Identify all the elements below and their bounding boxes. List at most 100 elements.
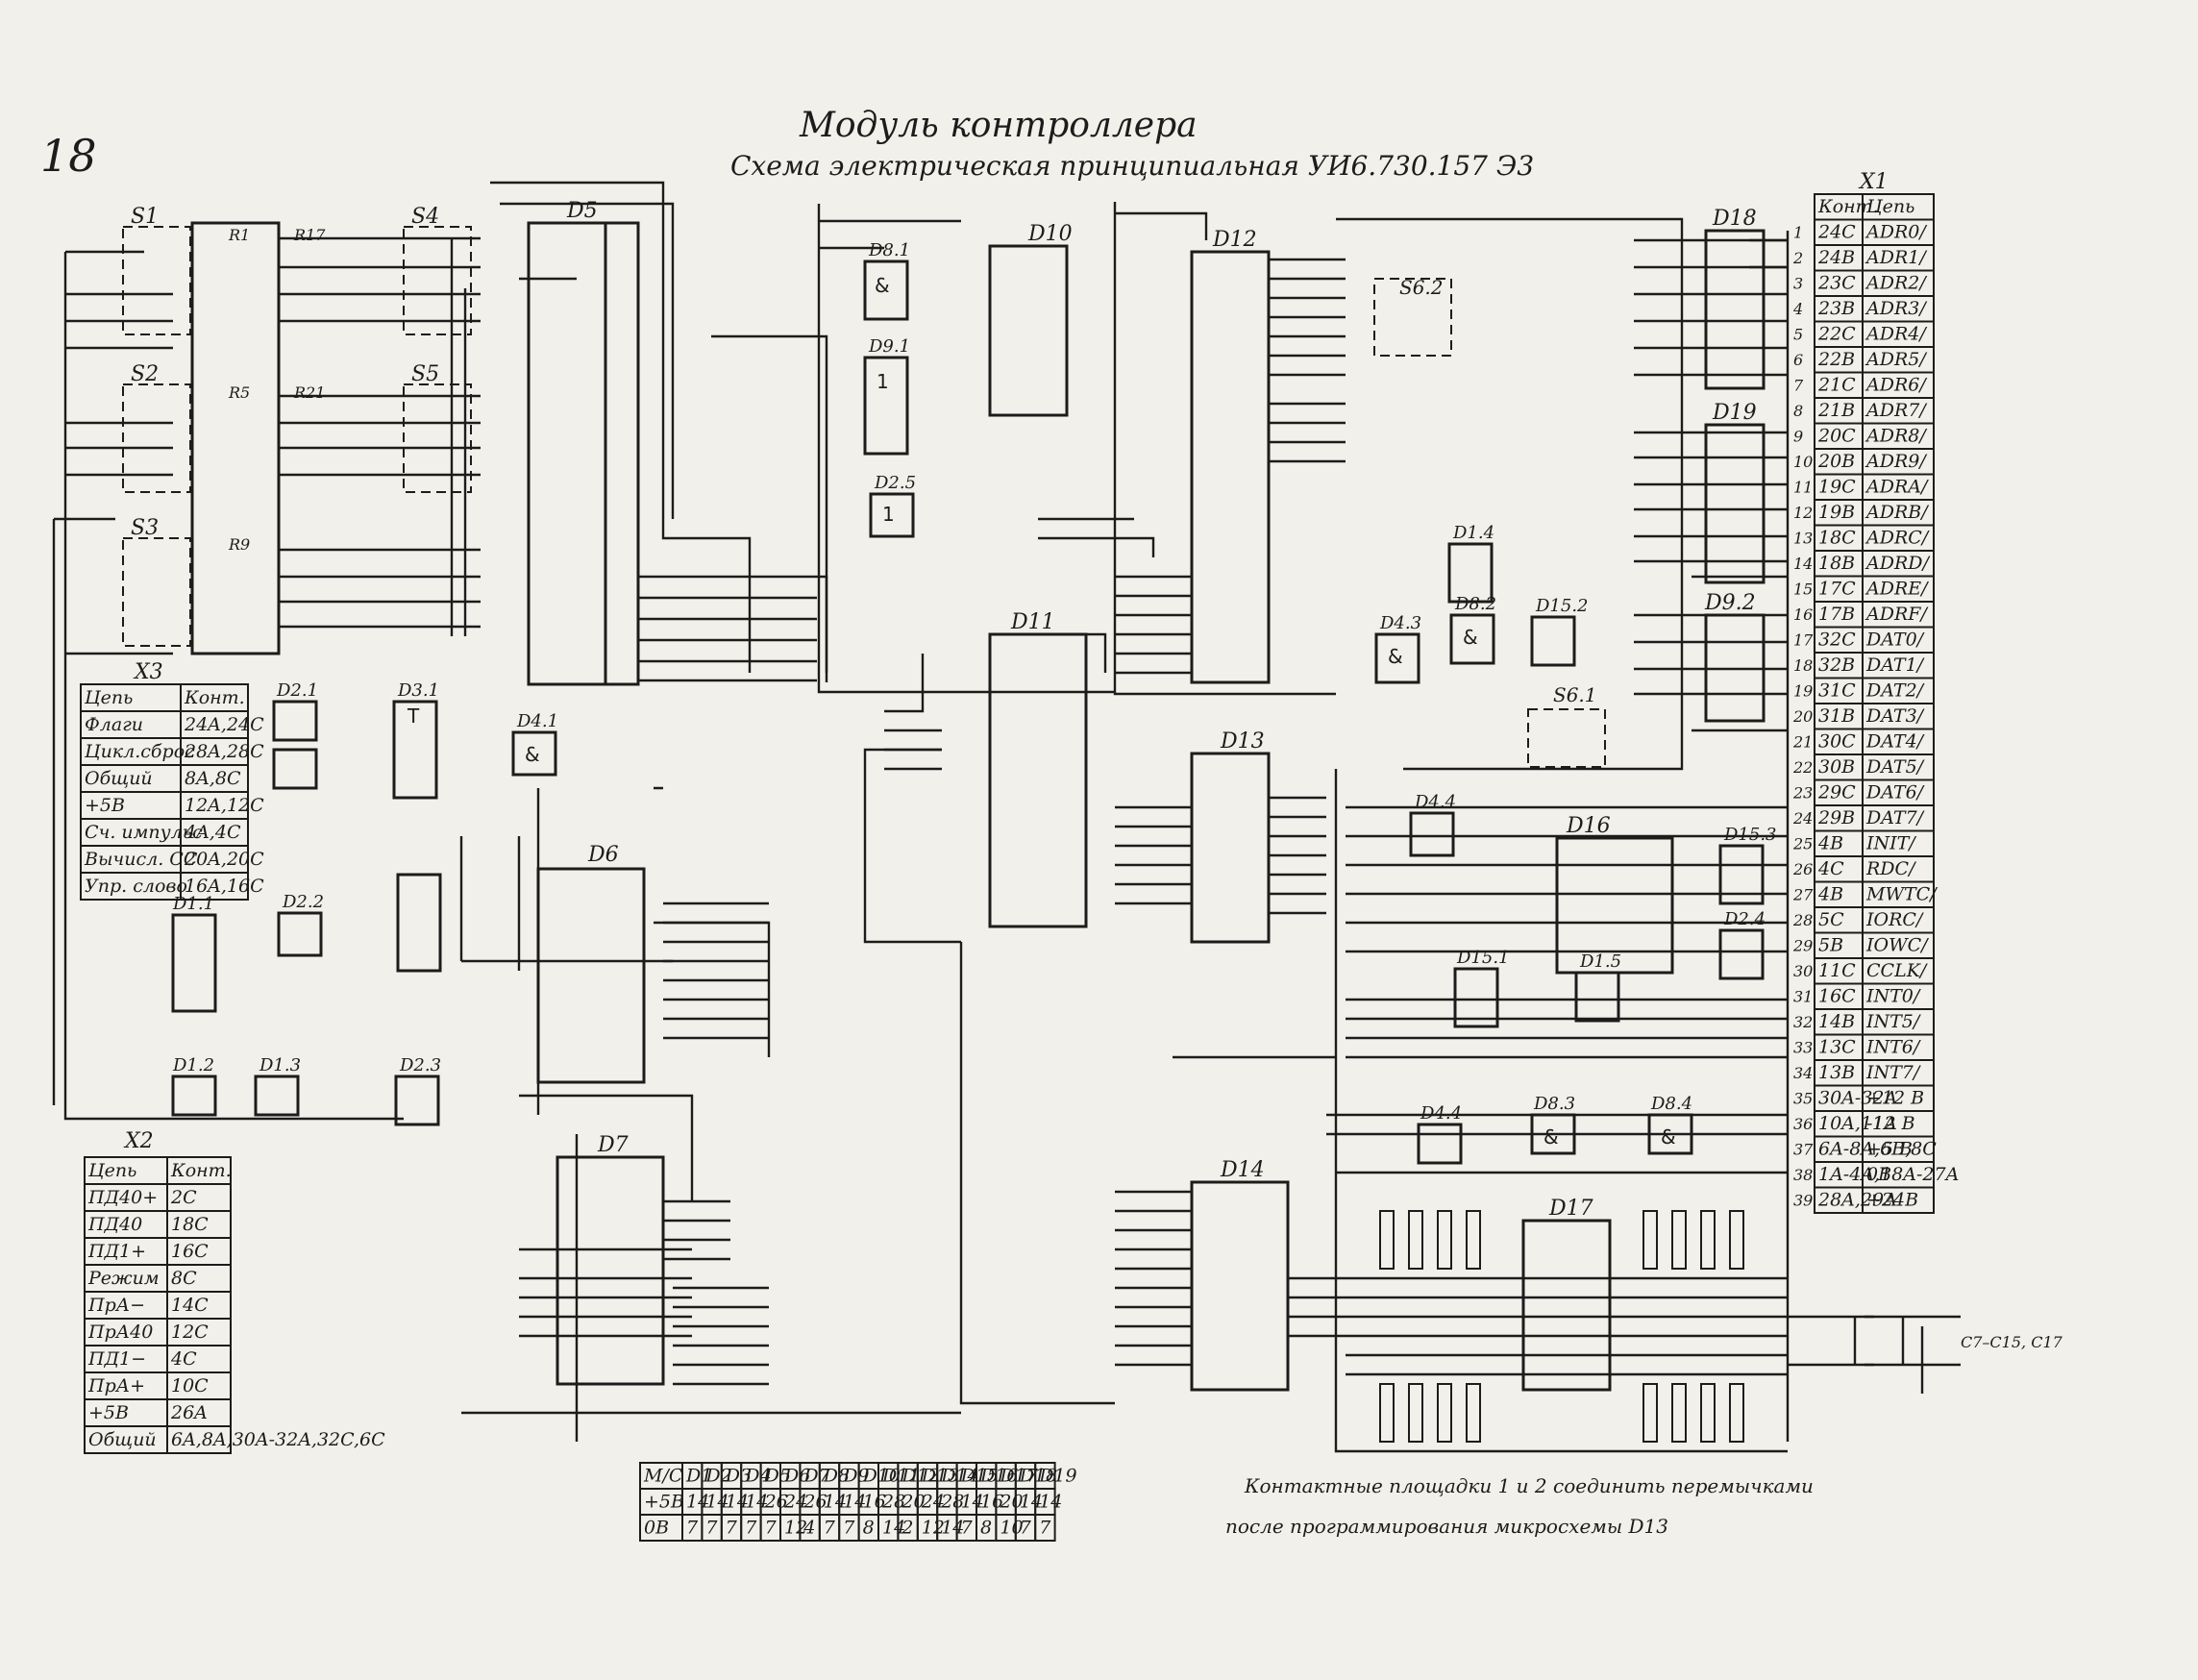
power-header: D9 (842, 1465, 869, 1486)
x1-value: ADRE/ (1865, 579, 1929, 600)
chip-d14 (1190, 1180, 1290, 1392)
power-value: 14 (745, 1491, 768, 1512)
x1-pin-number: 2 (1792, 249, 1803, 267)
power-header: D3 (725, 1465, 752, 1486)
x1-value: 16C (1818, 986, 1856, 1007)
x1-value: DAT3/ (1865, 705, 1925, 727)
power-value: 7 (824, 1517, 836, 1538)
x1-value: 18C (1818, 528, 1856, 549)
x1-value: 6A-8A,6B,8C (1818, 1139, 1937, 1160)
gate-label-d15-2: D15.2 (1535, 596, 1589, 616)
switch-label-s6-2: S6.2 (1399, 276, 1444, 299)
note-line-1: Контактные площадки 1 и 2 соединить пере… (1244, 1474, 1814, 1497)
x1-pin-number: 8 (1793, 402, 1803, 420)
power-value: 16 (863, 1491, 886, 1512)
x2-value: 12C (171, 1322, 209, 1343)
x1-pin-number: 32 (1793, 1013, 1813, 1031)
power-value: 14 (961, 1491, 984, 1512)
gate-label-d2-2: D2.2 (282, 892, 324, 912)
resistor-label: R9 (228, 535, 250, 554)
x3-value: Флаги (85, 714, 143, 735)
chip-d11 (988, 632, 1088, 928)
chip-label-d18: D18 (1712, 207, 1757, 231)
power-value: 12 (784, 1517, 807, 1538)
x1-pin-number: 3 (1793, 275, 1803, 293)
x1-value: 32B (1818, 655, 1855, 676)
chip-d17 (1521, 1219, 1612, 1392)
x1-pin-number: 20 (1792, 707, 1813, 726)
x2-value: 18C (171, 1214, 209, 1235)
x1-value: INT6/ (1865, 1037, 1921, 1058)
chip-label-d5: D5 (566, 199, 598, 223)
gate-label-d8-4: D8.4 (1650, 1094, 1692, 1114)
x1-value: 14B (1818, 1011, 1855, 1032)
power-header: D8 (823, 1465, 850, 1486)
gate-symbol: & (1661, 1125, 1676, 1149)
x1-pin-number: 23 (1792, 784, 1813, 803)
gate-label-d2-4: D2.5 (874, 473, 916, 493)
x3-value: Общий (85, 768, 153, 789)
power-header: D15 (960, 1465, 999, 1486)
x3-header: Конт. (184, 687, 245, 708)
x1-value: 20B (1817, 451, 1855, 472)
switch-label-s5: S5 (411, 362, 439, 386)
x3-value: 8A,8C (185, 768, 241, 789)
x1-value: INIT/ (1865, 833, 1916, 854)
power-value: 24 (921, 1491, 945, 1512)
x1-value: ADRB/ (1865, 502, 1929, 523)
x1-pin-number: 35 (1793, 1090, 1813, 1108)
x1-value: 31C (1818, 680, 1856, 702)
x2-value: Общий (88, 1429, 157, 1450)
gate-label-d8-1: D8.1 (868, 240, 910, 260)
power-value: 7 (961, 1517, 974, 1538)
chip-label-d9-2: D9.2 (1704, 591, 1756, 615)
x1-value: 29C (1817, 782, 1856, 803)
power-value: 14 (824, 1491, 847, 1512)
gate-label-d15-3: D15.3 (1723, 825, 1777, 845)
gate-label-d4-3: D4.4 (1414, 792, 1456, 812)
gate-label-d1-2: D1.2 (172, 1055, 214, 1075)
chip-label-d11: D11 (1010, 610, 1055, 634)
x1-value: 5C (1818, 909, 1844, 930)
gate-symbol: 1 (882, 503, 895, 526)
x2-value: ПрА+ (87, 1375, 145, 1396)
chip-label-d10: D10 (1027, 222, 1073, 246)
gate-label-d15-1: D15.1 (1456, 948, 1510, 968)
switch-label-s3: S3 (131, 516, 159, 540)
x1-value: DAT1/ (1865, 655, 1925, 676)
power-value: +5B (644, 1491, 684, 1512)
x1-value: 4B (1817, 833, 1843, 854)
x3-value: 28A,28C (184, 741, 264, 762)
x2-value: 16C (171, 1241, 209, 1262)
x3-value: 4A,4C (184, 822, 241, 843)
x2-value: 4C (170, 1348, 197, 1370)
gate-label-d1-5: D1.5 (1579, 951, 1621, 972)
x2-value: ПрА40 (87, 1322, 153, 1343)
chip-d18 (1704, 229, 1766, 390)
x1-value: 1A-4A,18A-27A (1818, 1164, 1959, 1185)
switch-label-s1: S1 (131, 205, 159, 229)
x1-value: DAT2/ (1865, 680, 1925, 702)
x2-value: 14C (171, 1295, 209, 1316)
chip-d10 (988, 244, 1069, 417)
x1-value: DAT0/ (1865, 630, 1925, 651)
x3-title: X3 (133, 660, 163, 684)
x2-value: 2C (170, 1187, 197, 1208)
x1-pin-number: 21 (1792, 733, 1813, 752)
x1-cell (1862, 1186, 1935, 1214)
x1-pin-number: 11 (1793, 479, 1813, 497)
x2-value: +5B (88, 1402, 129, 1423)
x1-pin-number: 29 (1792, 937, 1813, 955)
x3-value: Сч. импульс (85, 822, 203, 843)
x1-value: ADR5/ (1865, 349, 1927, 370)
power-value: 14 (941, 1517, 964, 1538)
x1-value: 31B (1818, 705, 1855, 727)
chip-d9-2 (1704, 613, 1766, 723)
power-header: D7 (803, 1465, 830, 1486)
x1-pin-number: 28 (1792, 911, 1813, 929)
schematic-title: Модуль контроллера (799, 106, 1198, 145)
x1-value: DAT6/ (1865, 782, 1925, 803)
x1-pin-number: 36 (1793, 1115, 1813, 1133)
x1-pin-number: 34 (1793, 1064, 1813, 1082)
power-value: 14 (726, 1491, 749, 1512)
